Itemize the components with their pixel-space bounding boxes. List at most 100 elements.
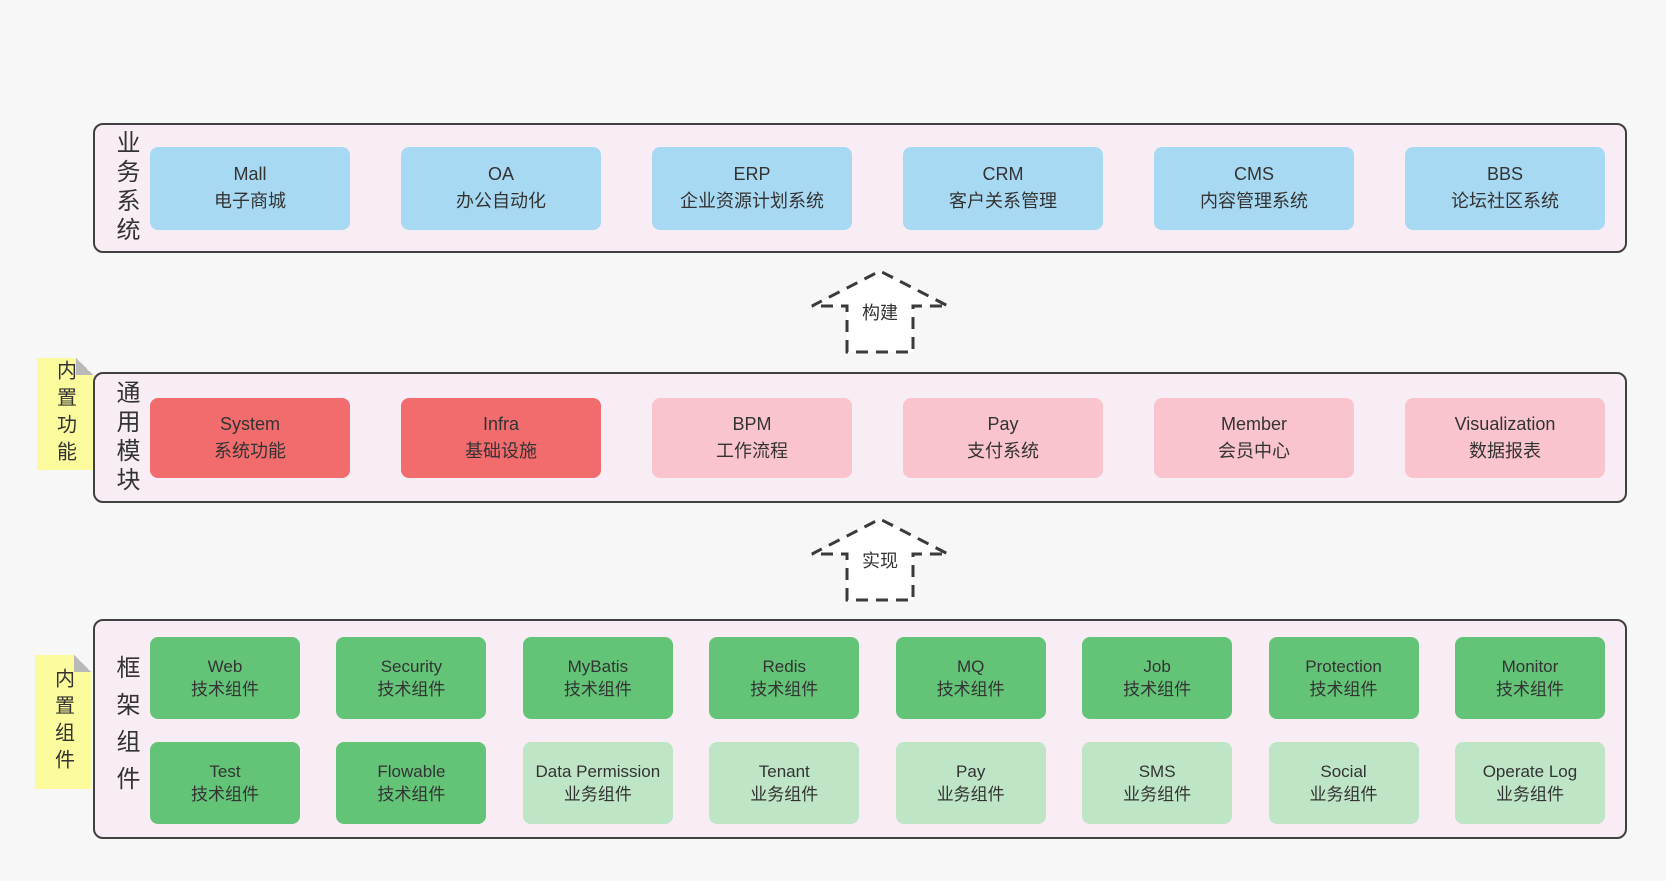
box-title: System	[219, 413, 280, 434]
box-erp: ERP 企业资源计划系统	[652, 146, 852, 230]
box-subtitle: 技术组件	[191, 680, 259, 699]
box-monitor: Monitor 技术组件	[1454, 637, 1605, 719]
sticky-note-label: 内置功能	[53, 360, 76, 468]
folded-corner-icon	[74, 655, 91, 672]
box-subtitle: 数据报表	[1469, 440, 1541, 461]
box-subtitle: 技术组件	[377, 680, 446, 699]
components-box-row-2: Test 技术组件 Flowable 技术组件 Data Permission …	[150, 742, 1605, 824]
box-subtitle: 技术组件	[1495, 680, 1564, 699]
box-subtitle: 技术组件	[1309, 680, 1378, 699]
box-title: MyBatis	[567, 657, 629, 676]
box-crm: CRM 客户关系管理	[903, 146, 1103, 230]
box-subtitle: 基础设施	[465, 440, 537, 461]
modules-box-row: System 系统功能 Infra 基础设施 BPM 工作流程 Pay 支付系统…	[95, 374, 1625, 501]
box-subtitle: 论坛社区系统	[1451, 191, 1559, 211]
box-title: Protection	[1305, 657, 1382, 676]
box-subtitle: 技术组件	[563, 680, 632, 699]
box-flowable: Flowable 技术组件	[336, 742, 487, 824]
box-subtitle: 办公自动化	[456, 191, 546, 211]
arrow-implement: 实现	[810, 516, 950, 602]
sticky-note-builtin-features: 内置功能	[37, 358, 93, 470]
box-subtitle: 业务组件	[936, 785, 1005, 804]
box-visualization: Visualization 数据报表	[1405, 397, 1605, 478]
box-subtitle: 技术组件	[1123, 680, 1192, 699]
box-subtitle: 电子商城	[214, 191, 286, 211]
box-security: Security 技术组件	[336, 637, 487, 719]
box-subtitle: 业务组件	[1495, 785, 1564, 804]
box-job: Job 技术组件	[1082, 637, 1233, 719]
layer-label-common-modules: 通用模块	[112, 379, 139, 496]
box-infra: Infra 基础设施	[401, 397, 601, 478]
box-redis: Redis 技术组件	[709, 637, 860, 719]
box-system: System 系统功能	[150, 397, 350, 478]
box-subtitle: 业务组件	[750, 785, 819, 804]
box-subtitle: 业务组件	[1123, 785, 1192, 804]
box-subtitle: 技术组件	[377, 785, 446, 804]
box-subtitle: 技术组件	[191, 785, 259, 804]
box-social: Social 业务组件	[1268, 742, 1419, 824]
components-box-row-1: Web 技术组件 Security 技术组件 MyBatis 技术组件 Redi…	[150, 637, 1605, 719]
box-subtitle: 业务组件	[563, 785, 632, 804]
box-title: Data Permission	[535, 762, 661, 781]
arrow-label: 实现	[859, 547, 901, 573]
layer-label-framework-components: 框架组件	[112, 655, 139, 803]
box-oa: OA 办公自动化	[401, 146, 601, 230]
box-subtitle: 客户关系管理	[949, 191, 1057, 211]
box-title: Test	[209, 762, 241, 781]
box-subtitle: 支付系统	[967, 440, 1039, 461]
sticky-note-label: 内置组件	[51, 668, 74, 776]
box-title: Flowable	[377, 762, 446, 781]
box-subtitle: 系统功能	[214, 440, 286, 461]
box-title: Visualization	[1454, 413, 1556, 434]
box-mall: Mall 电子商城	[150, 146, 350, 230]
box-subtitle: 技术组件	[750, 680, 819, 699]
box-subtitle: 业务组件	[1309, 785, 1378, 804]
box-title: OA	[487, 164, 514, 184]
arrow-label: 构建	[859, 299, 901, 325]
box-mybatis: MyBatis 技术组件	[522, 637, 673, 719]
folded-corner-icon	[76, 358, 93, 375]
box-data-permission: Data Permission 业务组件	[522, 742, 673, 824]
box-bbs: BBS 论坛社区系统	[1405, 146, 1605, 230]
arrow-build: 构建	[810, 268, 950, 354]
box-title: Tenant	[758, 762, 810, 781]
box-pay-component: Pay 业务组件	[895, 742, 1046, 824]
box-protection: Protection 技术组件	[1268, 637, 1419, 719]
box-title: Web	[207, 657, 243, 676]
box-subtitle: 会员中心	[1218, 440, 1290, 461]
box-subtitle: 内容管理系统	[1200, 191, 1308, 211]
box-title: BBS	[1486, 164, 1524, 184]
box-subtitle: 技术组件	[936, 680, 1005, 699]
box-pay-module: Pay 支付系统	[903, 397, 1103, 478]
business-box-row: Mall 电子商城 OA 办公自动化 ERP 企业资源计划系统 CRM 客户关系…	[95, 125, 1625, 251]
box-subtitle: 企业资源计划系统	[680, 191, 824, 211]
box-title: Mall	[233, 164, 267, 184]
box-sms: SMS 业务组件	[1082, 742, 1233, 824]
layer-business-systems: 业务系统 Mall 电子商城 OA 办公自动化 ERP 企业资源计划系统 CRM…	[93, 123, 1627, 253]
box-title: Member	[1220, 413, 1287, 434]
box-title: Monitor	[1501, 657, 1559, 676]
box-subtitle: 工作流程	[716, 440, 788, 461]
box-title: ERP	[733, 164, 771, 184]
box-operate-log: Operate Log 业务组件	[1454, 742, 1605, 824]
box-title: Job	[1143, 657, 1171, 676]
box-web: Web 技术组件	[150, 637, 300, 719]
layer-label-business-systems: 业务系统	[112, 130, 139, 246]
box-title: BPM	[732, 413, 772, 434]
box-title: Operate Log	[1482, 762, 1578, 781]
box-title: MQ	[956, 657, 985, 676]
box-test: Test 技术组件	[150, 742, 300, 824]
box-title: Security	[380, 657, 443, 676]
layer-framework-components: 框架组件 Web 技术组件 Security 技术组件 MyBatis 技术组件…	[93, 619, 1627, 839]
box-tenant: Tenant 业务组件	[709, 742, 860, 824]
box-title: Pay	[956, 762, 986, 781]
box-title: SMS	[1138, 762, 1176, 781]
sticky-note-builtin-components: 内置组件	[35, 655, 91, 789]
box-title: Social	[1320, 762, 1367, 781]
layer-common-modules: 通用模块 System 系统功能 Infra 基础设施 BPM 工作流程 Pay…	[93, 372, 1627, 503]
box-bpm: BPM 工作流程	[652, 397, 852, 478]
box-member: Member 会员中心	[1154, 397, 1354, 478]
box-title: Pay	[987, 413, 1019, 434]
box-mq: MQ 技术组件	[895, 637, 1046, 719]
